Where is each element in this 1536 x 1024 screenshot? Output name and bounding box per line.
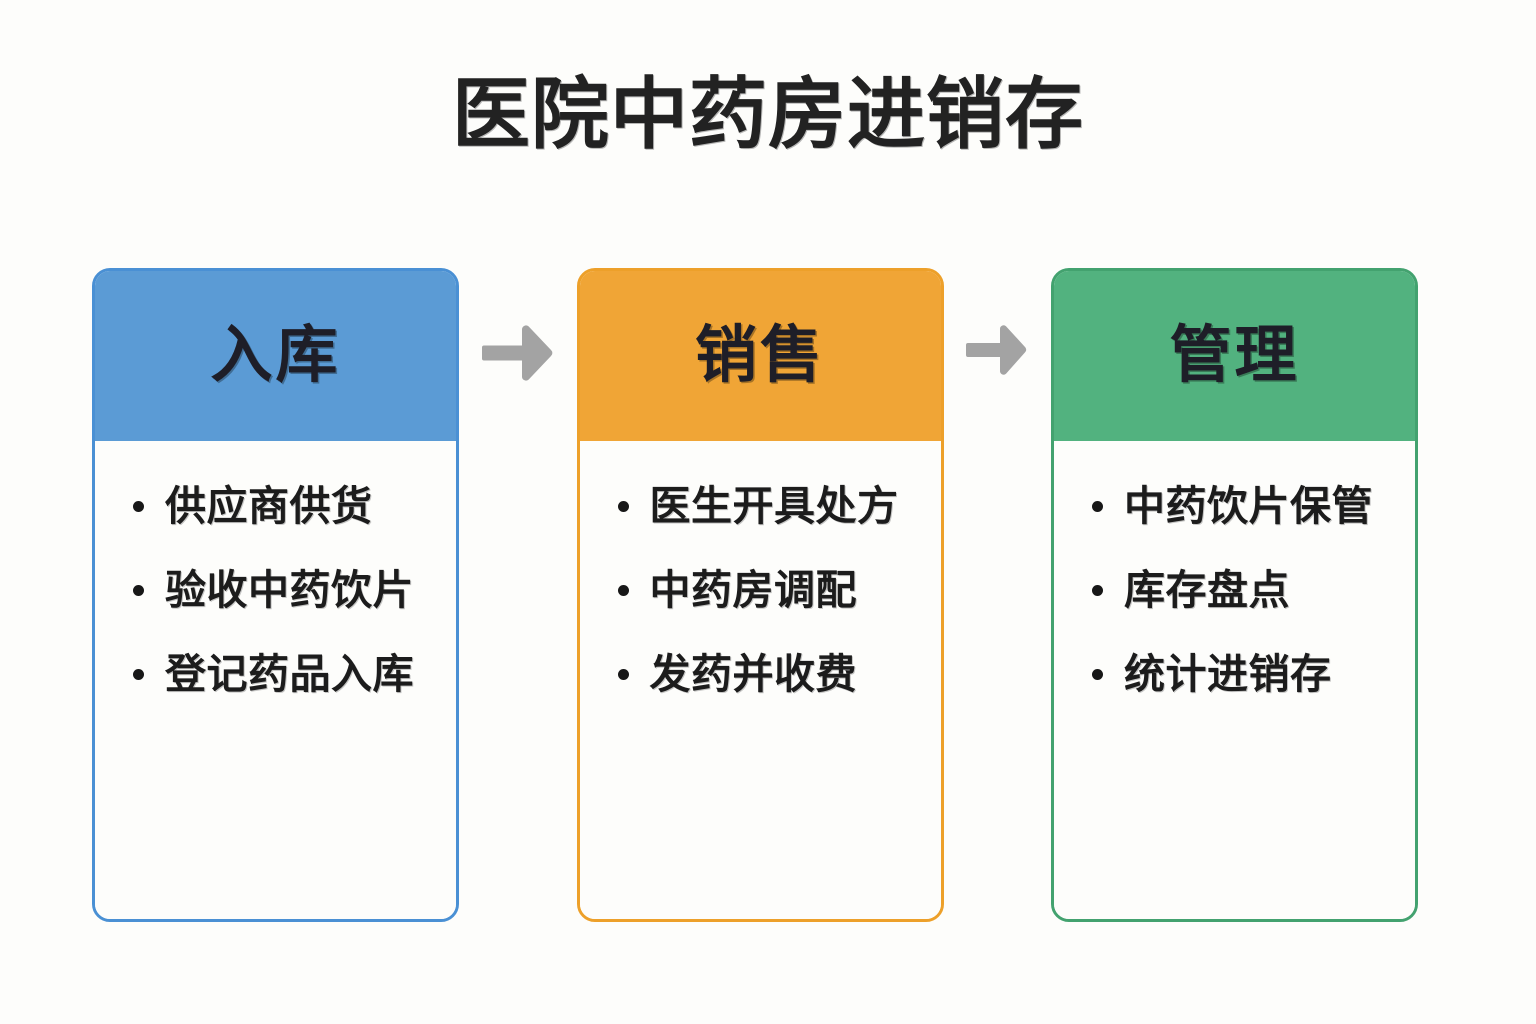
list-item: 中药房调配 bbox=[606, 563, 919, 617]
list-item: 医生开具处方 bbox=[606, 479, 919, 533]
arrow-right-icon bbox=[481, 324, 554, 382]
flow-card-sales[interactable]: 销售 医生开具处方 中药房调配 发药并收费 bbox=[576, 268, 944, 922]
bullet-list-inbound: 供应商供货 验收中药饮片 登记药品入库 bbox=[121, 479, 434, 701]
list-item: 统计进销存 bbox=[1080, 647, 1393, 701]
card-body-sales: 医生开具处方 中药房调配 发药并收费 bbox=[579, 441, 941, 919]
card-body-inbound: 供应商供货 验收中药饮片 登记药品入库 bbox=[95, 441, 456, 919]
card-header-label-management: 管理 bbox=[1169, 321, 1300, 390]
card-header-label-inbound: 入库 bbox=[210, 321, 341, 390]
flow-card-management[interactable]: 管理 中药饮片保管 库存盘点 统计进销存 bbox=[1051, 268, 1418, 922]
card-header-inbound: 入库 bbox=[95, 271, 456, 441]
list-item: 供应商供货 bbox=[121, 479, 434, 533]
page-title: 医院中药房进销存 bbox=[451, 70, 1084, 158]
arrow-right-icon bbox=[966, 324, 1028, 376]
list-item: 验收中药饮片 bbox=[121, 563, 434, 617]
bullet-list-sales: 医生开具处方 中药房调配 发药并收费 bbox=[606, 479, 919, 701]
card-header-management: 管理 bbox=[1054, 271, 1415, 441]
list-item: 发药并收费 bbox=[606, 647, 919, 701]
flow-card-inbound[interactable]: 入库 供应商供货 验收中药饮片 登记药品入库 bbox=[92, 268, 459, 922]
process-flow: 入库 供应商供货 验收中药饮片 登记药品入库 销售 bbox=[92, 268, 1418, 924]
arrow-slot-1 bbox=[459, 268, 577, 922]
arrow-slot-2 bbox=[944, 268, 1052, 922]
card-header-sales: 销售 bbox=[579, 271, 941, 441]
card-header-label-sales: 销售 bbox=[694, 321, 825, 390]
list-item: 中药饮片保管 bbox=[1080, 479, 1393, 533]
bullet-list-management: 中药饮片保管 库存盘点 统计进销存 bbox=[1080, 479, 1393, 701]
list-item: 库存盘点 bbox=[1080, 563, 1393, 617]
card-body-management: 中药饮片保管 库存盘点 统计进销存 bbox=[1054, 441, 1415, 919]
list-item: 登记药品入库 bbox=[121, 647, 434, 701]
